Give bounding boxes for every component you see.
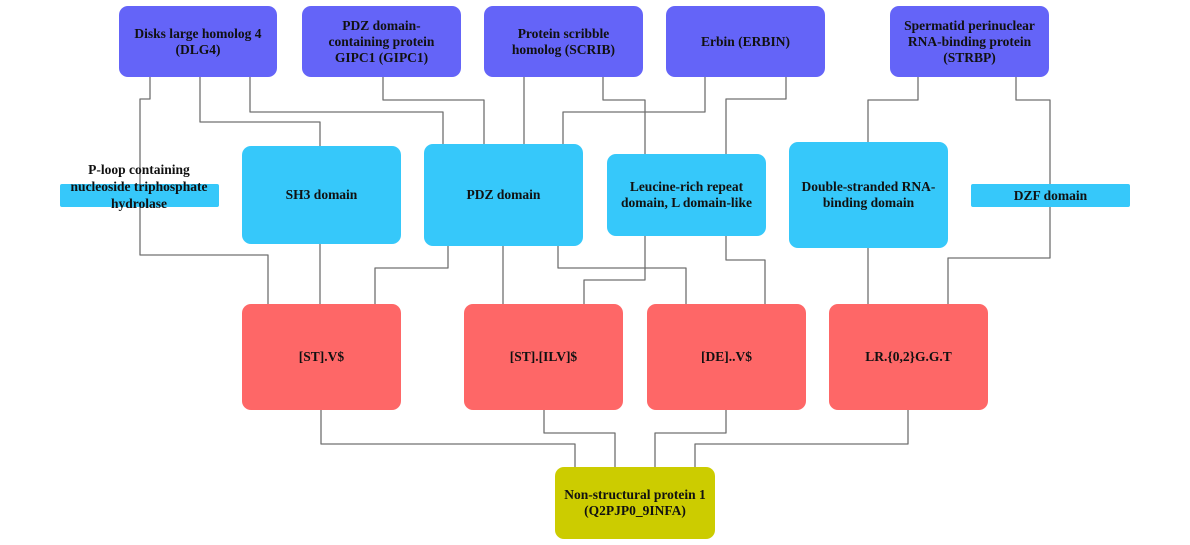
edge-erbin-lrr — [725, 77, 787, 154]
protein-label-strbp: Spermatid perinuclear RNA-binding protei… — [904, 17, 1035, 65]
edge-dlg4-sh3 — [199, 77, 321, 146]
edge-strbp-dzf — [1015, 77, 1051, 184]
edge-lrggt-target — [694, 410, 909, 467]
protein-node-scrib[interactable]: Protein scribble homolog (SCRIB) — [484, 6, 643, 77]
edge-dzf-lrggt — [947, 207, 1051, 304]
domain-label-dsrbd: Double-stranded RNA-binding domain — [801, 179, 936, 210]
edge-stv-target — [320, 410, 576, 467]
domain-label-pdz: PDZ domain — [466, 187, 541, 202]
domain-node-pdz[interactable]: PDZ domain — [424, 144, 583, 246]
domain-node-dsrbd[interactable]: Double-stranded RNA-binding domain — [789, 142, 948, 248]
domain-node-lrr[interactable]: Leucine-rich repeat domain, L domain-lik… — [607, 154, 766, 236]
protein-label-erbin: Erbin (ERBIN) — [701, 33, 790, 49]
domain-label-lrr: Leucine-rich repeat domain, L domain-lik… — [621, 179, 752, 210]
domain-label-sh3: SH3 domain — [285, 187, 358, 202]
motif-label-dev: [DE]..V$ — [701, 349, 752, 364]
edge-strbp-dsrbd — [867, 77, 919, 142]
edge-dlg4-pdz — [249, 77, 444, 144]
edge-dlg4-ploop — [139, 77, 269, 304]
domain-label-dzf: DZF domain — [1013, 187, 1088, 203]
edge-lrr-stilv — [583, 236, 646, 304]
protein-node-gipc1[interactable]: PDZ domain-containing protein GIPC1 (GIP… — [302, 6, 461, 77]
motif-label-lrggt: LR.{0,2}G.G.T — [865, 349, 952, 364]
edge-pdz-dev — [557, 246, 687, 304]
motif-node-lrggt[interactable]: LR.{0,2}G.G.T — [829, 304, 988, 410]
domain-node-ploop[interactable] — [60, 184, 219, 207]
motif-label-stilv: [ST].[ILV]$ — [509, 349, 578, 364]
edge-stilv-target — [543, 410, 616, 467]
motif-node-stv[interactable]: [ST].V$ — [242, 304, 401, 410]
motif-node-dev[interactable]: [DE]..V$ — [647, 304, 806, 410]
protein-label-dlg4: Disks large homolog 4 (DLG4) — [134, 25, 262, 57]
edge-lrr-dev — [725, 236, 766, 304]
target-label: Non-structural protein 1 (Q2PJP0_9INFA) — [564, 487, 706, 518]
domain-node-dzf[interactable]: DZF domain — [971, 184, 1130, 207]
edge-gipc1-pdz — [382, 77, 485, 144]
protein-label-scrib: Protein scribble homolog (SCRIB) — [511, 25, 616, 57]
domain-node-sh3[interactable]: SH3 domain — [242, 146, 401, 244]
protein-node-strbp[interactable]: Spermatid perinuclear RNA-binding protei… — [890, 6, 1049, 77]
motif-node-stilv[interactable]: [ST].[ILV]$ — [464, 304, 623, 410]
protein-node-dlg4[interactable]: Disks large homolog 4 (DLG4) — [119, 6, 277, 77]
domain-label-ploop: P-loop containing nucleoside triphosphat… — [70, 162, 208, 211]
target-node[interactable]: Non-structural protein 1 (Q2PJP0_9INFA) — [555, 467, 715, 539]
edge-dev-target — [654, 410, 727, 467]
motif-label-stv: [ST].V$ — [298, 349, 345, 364]
edge-scrib-lrr — [602, 77, 646, 154]
edge-erbin-pdz — [562, 77, 706, 144]
edge-pdz-stv — [374, 246, 449, 304]
protein-label-gipc1: PDZ domain-containing protein GIPC1 (GIP… — [328, 17, 435, 65]
protein-node-erbin[interactable]: Erbin (ERBIN) — [666, 6, 825, 77]
